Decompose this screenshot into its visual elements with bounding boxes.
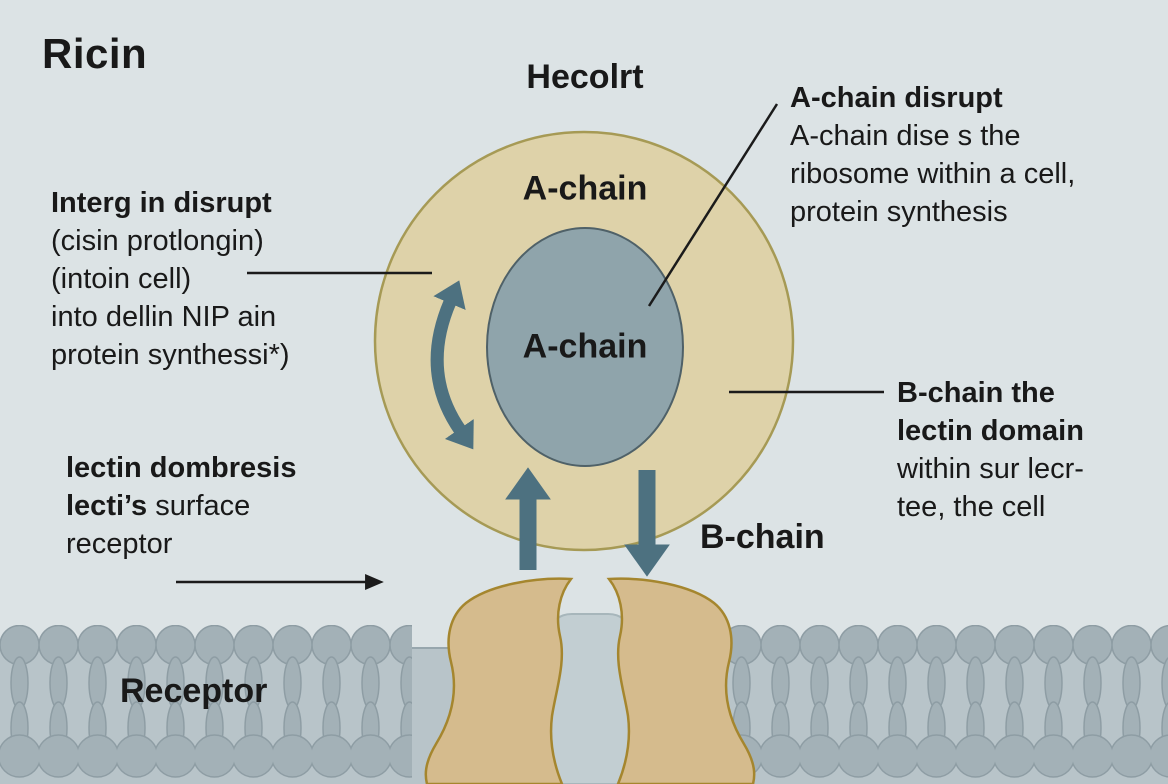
annotation-lectin-line: lecti’s surface <box>66 487 296 525</box>
receptor-lobe-right <box>606 577 756 784</box>
annotation-achain-line: ribosome within a cell, <box>790 158 1076 190</box>
a-chain-inner-label: A-chain <box>522 327 648 366</box>
a-chain-core <box>486 227 684 467</box>
annotation-achain-block: A-chain disrupt A-chain dise s the ribos… <box>790 79 1075 231</box>
annotation-bchain-heading: lectin domain <box>897 415 1084 447</box>
annotation-interg-line: protein synthessi*) <box>51 339 290 371</box>
annotation-lectin-block: lectin dombresis lecti’s surface recepto… <box>66 449 296 563</box>
a-chain-outer-label: A-chain <box>522 169 648 208</box>
lipid-bilayer-right <box>728 625 1168 784</box>
lipid-bilayer-left <box>0 625 412 784</box>
annotation-bchain-heading: B-chain the <box>897 377 1055 409</box>
annotation-lectin-rest: surface <box>155 490 251 522</box>
diagram-heading: Hecolrt <box>526 58 644 96</box>
annotation-achain-heading: A-chain disrupt <box>790 82 1003 114</box>
annotation-interg-heading: Interg in disrupt <box>51 187 272 219</box>
annotation-bchain-block: B-chain the lectin domain within sur lec… <box>897 374 1084 526</box>
annotation-bchain-line: within sur lecr- <box>897 453 1084 485</box>
annotation-lectin-line: receptor <box>66 528 173 560</box>
receptor-label: Receptor <box>120 672 268 710</box>
annotation-interg-block: Interg in disrupt (cisin protlongin) (in… <box>51 184 290 374</box>
b-chain-label: B-chain <box>700 518 825 556</box>
annotation-achain-line: A-chain dise s the <box>790 120 1021 152</box>
page-title: Ricin <box>42 30 148 77</box>
annotation-bchain-line: tee, the cell <box>897 491 1046 523</box>
annotation-interg-line: (cisin protlongin) <box>51 225 264 257</box>
annotation-line-achain <box>647 103 779 307</box>
annotation-lectin-bold: lecti’s <box>66 490 148 522</box>
annotation-interg-line: into dellin NIP ain <box>51 301 277 333</box>
annotation-achain-line: protein synthesis <box>790 196 1008 228</box>
rotation-arrow-icon <box>430 280 474 450</box>
annotation-lectin-heading: lectin dombresis <box>66 452 297 484</box>
receptor-lobe-left <box>424 577 574 784</box>
annotation-interg-line: (intoin cell) <box>51 263 192 295</box>
